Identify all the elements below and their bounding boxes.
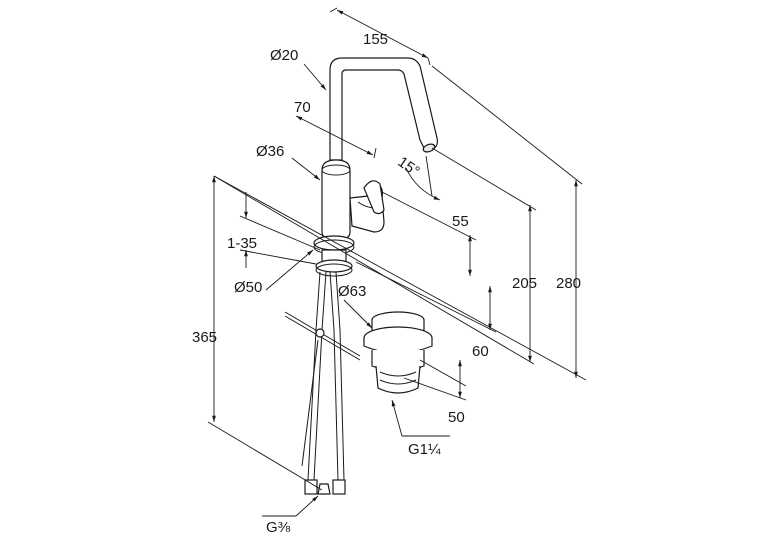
dim-g1-1-4-label: G1¼ xyxy=(408,441,441,458)
dim-70: 70 xyxy=(294,99,377,159)
dim-d36-label: Ø36 xyxy=(256,143,284,160)
dim-d20-label: Ø20 xyxy=(270,47,298,64)
dim-d63-label: Ø63 xyxy=(338,283,366,300)
dim-365: 365 xyxy=(192,176,323,491)
dim-365-label: 365 xyxy=(192,329,217,346)
faucet xyxy=(313,57,439,277)
dim-280: 280 xyxy=(431,65,583,378)
dim-g3-8: G⅜ xyxy=(262,495,319,536)
dim-g3-8-label: G⅜ xyxy=(266,519,291,536)
dim-d50: Ø50 xyxy=(234,249,314,296)
dim-d36: Ø36 xyxy=(256,143,321,181)
dim-70-label: 70 xyxy=(294,99,311,116)
dim-1-35-label: 1-35 xyxy=(227,235,257,252)
dim-g1-1-4: G1¼ xyxy=(391,399,450,458)
dim-50-label: 50 xyxy=(448,409,465,426)
dim-d50-label: Ø50 xyxy=(234,279,262,296)
dim-50: 50 xyxy=(403,359,467,426)
dim-205: 205 xyxy=(431,147,537,362)
dim-60-label: 60 xyxy=(472,343,489,360)
dim-155: 155 xyxy=(329,7,431,66)
dim-205-label: 205 xyxy=(512,275,537,292)
dim-280-label: 280 xyxy=(556,275,581,292)
dim-d63: Ø63 xyxy=(338,283,373,329)
dim-d20: Ø20 xyxy=(270,47,327,91)
dim-155-label: 155 xyxy=(363,31,388,48)
dim-15deg: 15° xyxy=(394,153,441,201)
lever-knob xyxy=(363,180,385,215)
spout xyxy=(329,57,439,161)
dim-55: 55 xyxy=(381,191,477,276)
dim-55-label: 55 xyxy=(452,213,469,230)
dim-60: 60 xyxy=(355,261,497,360)
dim-1-35: 1-35 xyxy=(227,192,321,268)
supply-hoses xyxy=(304,271,346,495)
spout-outlet xyxy=(422,143,436,153)
waste-valve xyxy=(363,311,433,394)
mixer-body xyxy=(321,159,351,241)
pop-up-rod xyxy=(284,311,361,467)
dim-15deg-label: 15° xyxy=(394,153,422,180)
